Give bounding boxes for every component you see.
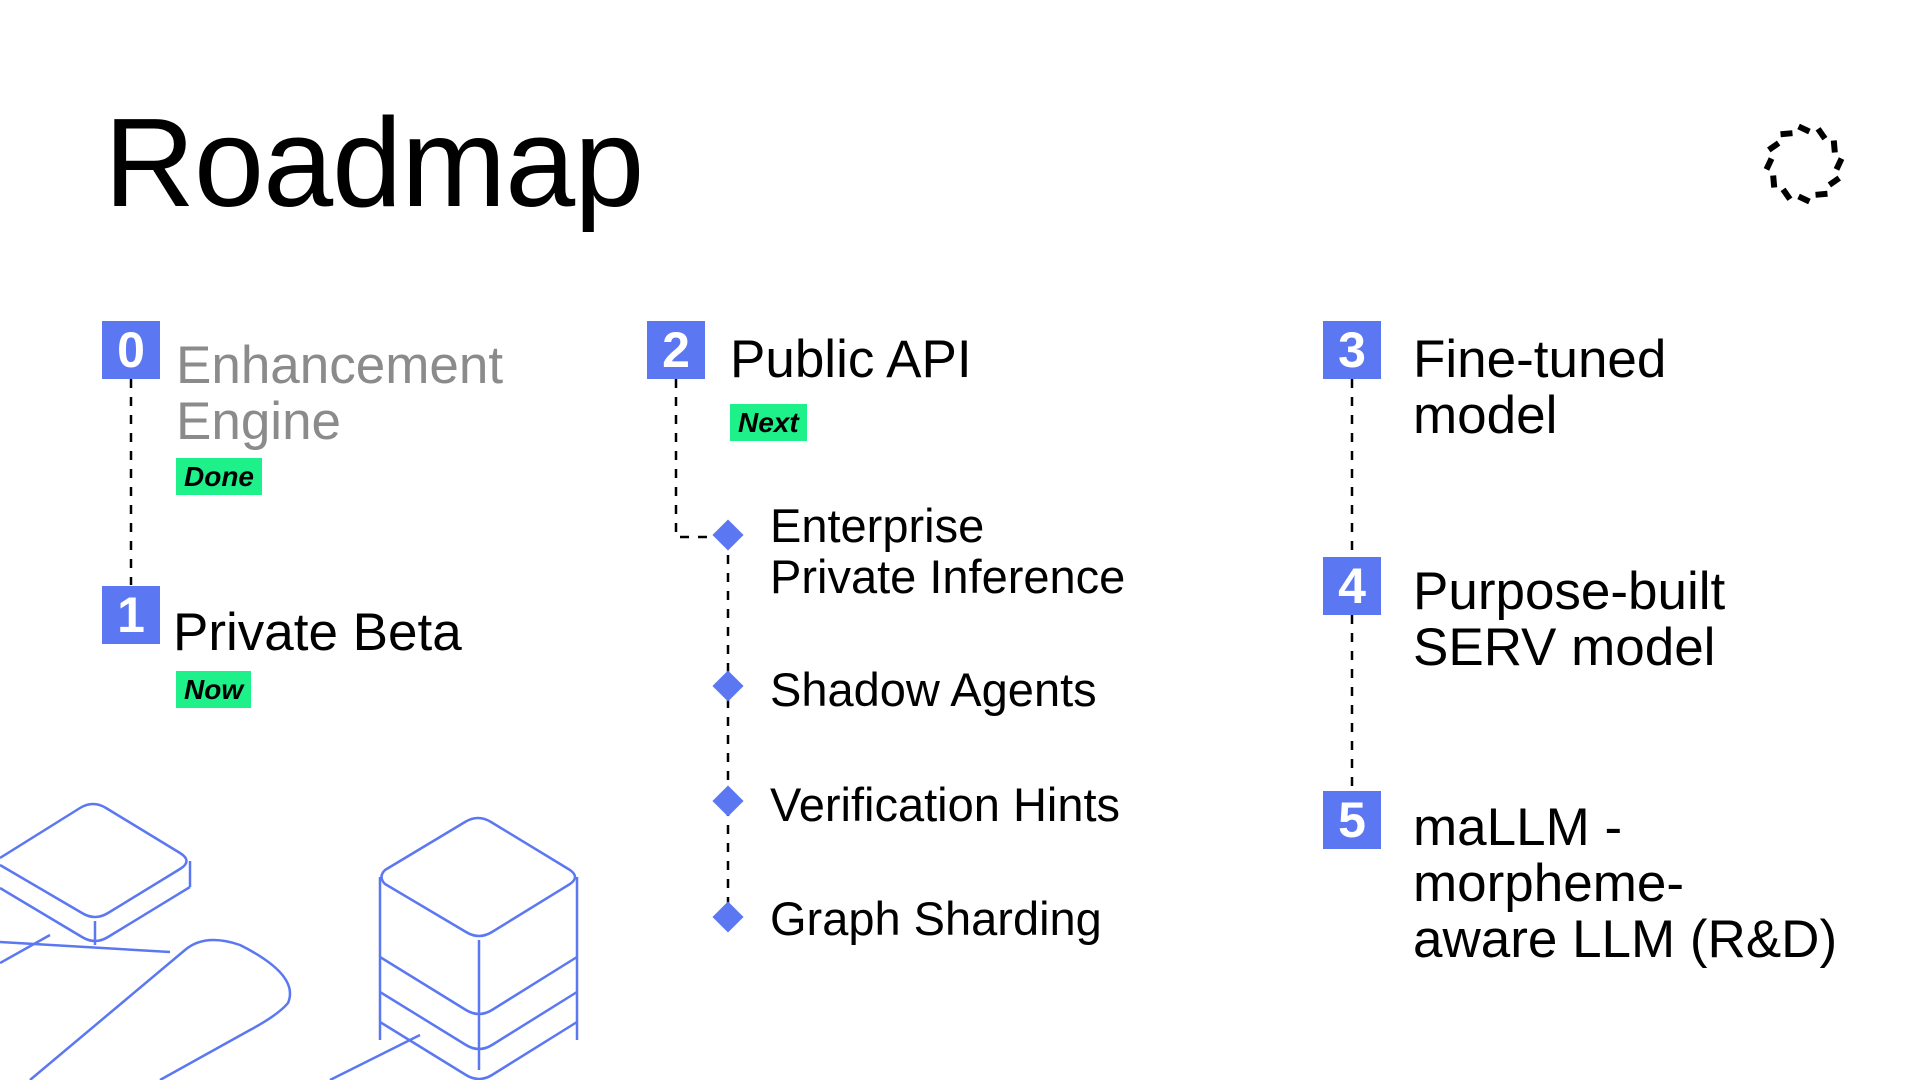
milestone-title-line: Public API [730, 330, 972, 389]
logo-dash [1797, 193, 1811, 205]
milestone-title-line: Fine-tuned [1413, 330, 1667, 389]
subitem-line: Shadow Agents [770, 663, 1097, 716]
milestone-number-badge: 0 [102, 321, 160, 379]
isometric-blocks-illustration [0, 802, 579, 1080]
milestone-title-line: maLLM - [1413, 798, 1623, 857]
logo-dash [1767, 140, 1781, 153]
subitem-line: Graph Sharding [770, 892, 1102, 945]
milestone-title-line: SERV model [1413, 618, 1716, 677]
milestone-number-badge: 1 [102, 586, 160, 644]
milestone-number-badge: 3 [1323, 321, 1381, 379]
logo-dash [1763, 157, 1775, 171]
logo-dash [1770, 175, 1778, 188]
logo-dash [1833, 157, 1845, 171]
status-badge-now: Now [176, 671, 252, 708]
logo-dash [1780, 187, 1793, 201]
milestone-number-badge: 4 [1323, 557, 1381, 615]
milestone-number-badge: 2 [647, 321, 705, 379]
logo-dash [1815, 127, 1828, 141]
subitem-line: Private Inference [770, 550, 1126, 603]
connector-2-to-subitems [674, 379, 728, 539]
logo-dash [1797, 123, 1811, 135]
logo-dash [1780, 130, 1793, 138]
milestone-title-line: Enhancement [176, 336, 504, 395]
dotted-ring-logo-icon [1763, 123, 1845, 205]
milestone-number-badge: 5 [1323, 791, 1381, 849]
milestone-title-line: aware LLM (R&D) [1413, 910, 1838, 969]
logo-dash [1827, 175, 1841, 188]
milestone-title-line: Purpose-built [1413, 562, 1726, 621]
milestone-title-line: model [1413, 386, 1558, 445]
subitem-line: Enterprise [770, 499, 985, 552]
logo-dash [1830, 140, 1838, 153]
page-title: Roadmap [104, 92, 644, 233]
milestone-title-line: Engine [176, 392, 342, 451]
logo-dash [1815, 190, 1828, 198]
status-badge-next: Next [730, 404, 807, 441]
status-badge-done: Done [176, 458, 262, 495]
milestone-title-line: morpheme- [1413, 854, 1684, 913]
subitem-line: Verification Hints [770, 778, 1121, 831]
milestone-title-line: Private Beta [173, 603, 462, 662]
